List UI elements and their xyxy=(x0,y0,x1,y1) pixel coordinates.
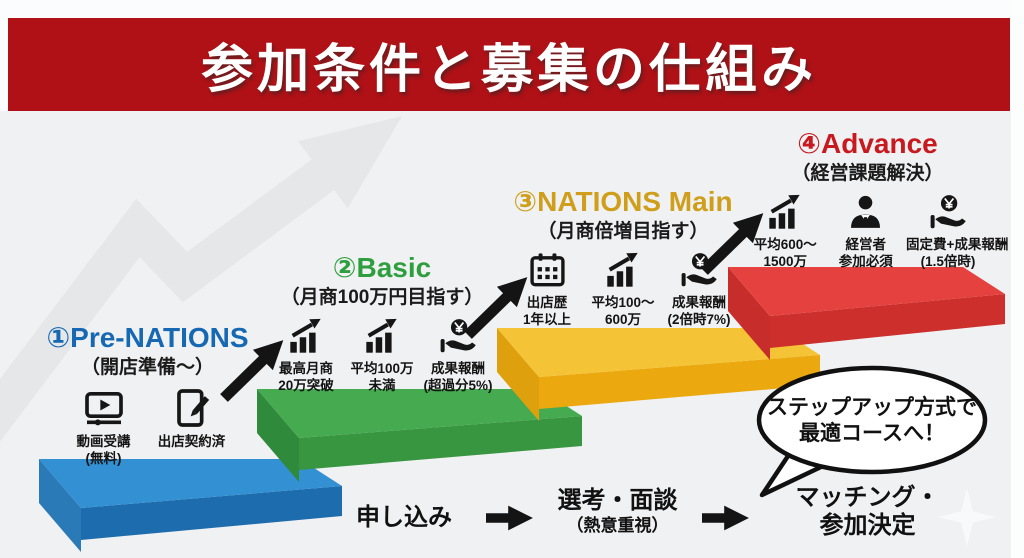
item-caption: 動画受講 xyxy=(76,434,131,449)
reward-icon xyxy=(930,194,967,231)
flow-step-matching: マッチング・ 参加決定 xyxy=(785,484,950,540)
item-caption: 成果報酬 xyxy=(672,295,726,310)
bubble-text-line1: ステップアップ方式で xyxy=(767,396,977,419)
item-caption: (2倍時7%) xyxy=(667,312,731,327)
item-caption: 20万突破 xyxy=(278,378,334,393)
flow-step-label: 申し込み xyxy=(356,504,452,531)
stage-item: 動画受講 (無料) xyxy=(60,388,148,467)
video-icon xyxy=(84,388,124,428)
bubble-text-line2: 最適コースへ！ xyxy=(799,422,945,445)
stage-title: ③NATIONS Main xyxy=(498,186,748,218)
stage-item: 最高月商 20万突破 xyxy=(268,318,344,394)
item-caption: 未満 xyxy=(368,378,396,393)
item-caption: 平均600〜 xyxy=(753,237,817,252)
stage-subtitle: （月商倍増目指す） xyxy=(537,221,709,242)
stage-number: ③ xyxy=(513,186,538,217)
item-caption: 平均100万 xyxy=(350,361,414,376)
item-caption: 固定費+成果報酬 xyxy=(906,237,1009,252)
stage-title: ①Pre-NATIONS xyxy=(30,322,265,354)
stage-nations-main: ③NATIONS Main （月商倍増目指す） 出店歴 1年以上 平均100〜 … xyxy=(498,186,748,328)
stage-pre-nations: ①Pre-NATIONS （開店準備〜） 動画受講 (無料) 出店契約済 xyxy=(30,322,265,467)
contract-icon xyxy=(172,388,212,428)
item-caption: 1年以上 xyxy=(522,312,571,327)
flow-step-sublabel: （熱意重視） xyxy=(566,516,669,535)
manager-icon xyxy=(847,194,884,231)
item-caption: 成果報酬 xyxy=(431,361,485,376)
item-caption: 1500万 xyxy=(763,254,808,269)
stage-item: 平均600〜 1500万 xyxy=(745,194,826,270)
chart-icon xyxy=(364,318,401,355)
stage-title: ②Basic xyxy=(268,252,496,284)
stage-item: 固定費+成果報酬 (1.5倍時) xyxy=(906,194,1009,270)
stage-subtitle: （開店準備〜） xyxy=(80,357,214,378)
item-caption: 平均100〜 xyxy=(591,295,655,310)
flow-step-label: マッチング・ xyxy=(795,484,940,511)
reward-icon xyxy=(681,252,718,289)
header-banner: 参加条件と募集の仕組み xyxy=(8,18,1010,111)
stage-number: ④ xyxy=(797,128,821,159)
reward-icon xyxy=(440,318,477,355)
stage-item: 成果報酬 (超過分5%) xyxy=(420,318,496,394)
item-caption: 出店契約済 xyxy=(157,434,226,449)
stage-name: Advance xyxy=(821,128,938,159)
chart-icon xyxy=(767,194,804,231)
item-caption: 参加必須 xyxy=(838,254,893,269)
item-caption: 出店歴 xyxy=(526,295,568,310)
chart-icon xyxy=(605,252,642,289)
chart-icon xyxy=(288,318,325,355)
stage-item: 平均100〜 600万 xyxy=(585,252,661,328)
right-edge-strip xyxy=(1011,0,1024,558)
item-caption: 最高月商 xyxy=(279,361,333,376)
stage-item: 出店歴 1年以上 xyxy=(509,252,585,328)
stage-name: Basic xyxy=(356,252,432,283)
stage-item: 出店契約済 xyxy=(148,388,236,450)
stage-advance: ④Advance （経営課題解決） 平均600〜 1500万 経営者 参加必須 … xyxy=(745,128,1009,270)
flow-step-label: 選考・面談 xyxy=(557,487,678,514)
calendar-icon xyxy=(529,252,566,289)
item-caption: 経営者 xyxy=(845,237,887,252)
stage-basic: ②Basic （月商100万円目指す） 最高月商 20万突破 平均100万 未満… xyxy=(268,252,496,394)
item-caption: 600万 xyxy=(604,312,642,327)
flow-step-sublabel: 参加決定 xyxy=(819,512,916,539)
page-title: 参加条件と募集の仕組み xyxy=(200,41,817,99)
stage-name: Pre-NATIONS xyxy=(70,322,249,353)
item-caption: (無料) xyxy=(85,451,122,466)
speech-bubble xyxy=(756,365,988,498)
stage-number: ① xyxy=(46,322,71,353)
stage-number: ② xyxy=(332,252,357,283)
stage-name: NATIONS Main xyxy=(537,186,733,217)
stage-title: ④Advance xyxy=(745,128,990,160)
stage-item: 経営者 参加必須 xyxy=(826,194,907,270)
stage-subtitle: （月商100万円目指す） xyxy=(280,287,484,308)
flow-step-screening: 選考・面談 （熱意重視） xyxy=(545,487,690,536)
stage-item: 平均100万 未満 xyxy=(344,318,420,394)
item-caption: (超過分5%) xyxy=(423,378,493,393)
stage-subtitle: （経営課題解決） xyxy=(791,163,944,184)
item-caption: (1.5倍時) xyxy=(920,254,976,269)
flow-step-apply: 申し込み xyxy=(334,504,474,532)
stage-item: 成果報酬 (2倍時7%) xyxy=(661,252,737,328)
